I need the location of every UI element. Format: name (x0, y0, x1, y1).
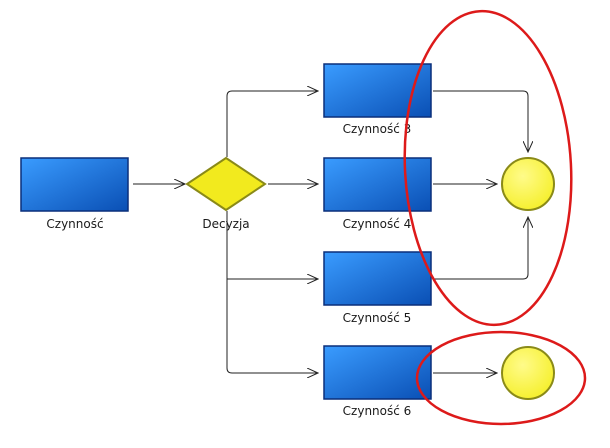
end-node-activity-6 (501, 346, 555, 400)
activity-4-label: Czynność 4 (343, 217, 412, 231)
activity-node-6: Czynność 6 (323, 345, 432, 418)
edge-activity-5-to-end (433, 217, 528, 280)
highlight-oval-lower (415, 330, 587, 426)
activity-node-main: Czynność (20, 157, 129, 231)
highlight-oval-upper (403, 9, 573, 327)
edge-activity-3-to-end (433, 90, 528, 152)
activity-main-label: Czynność (46, 217, 103, 231)
connector-lines (133, 91, 528, 373)
activity-node-4: Czynność 4 (323, 157, 432, 231)
activity-5-label: Czynność 5 (343, 311, 412, 325)
edge-decision-to-activity-6 (226, 211, 318, 373)
decision-label: Decyzja (202, 217, 249, 231)
activity-3-label: Czynność 3 (343, 122, 412, 136)
activity-node-3: Czynność 3 (323, 63, 432, 136)
end-node-shared (501, 157, 555, 211)
decision-node: Decyzja (185, 156, 267, 231)
edge-decision-to-activity-3 (226, 91, 318, 157)
activity-6-label: Czynność 6 (343, 404, 412, 418)
activity-node-5: Czynność 5 (323, 251, 432, 325)
